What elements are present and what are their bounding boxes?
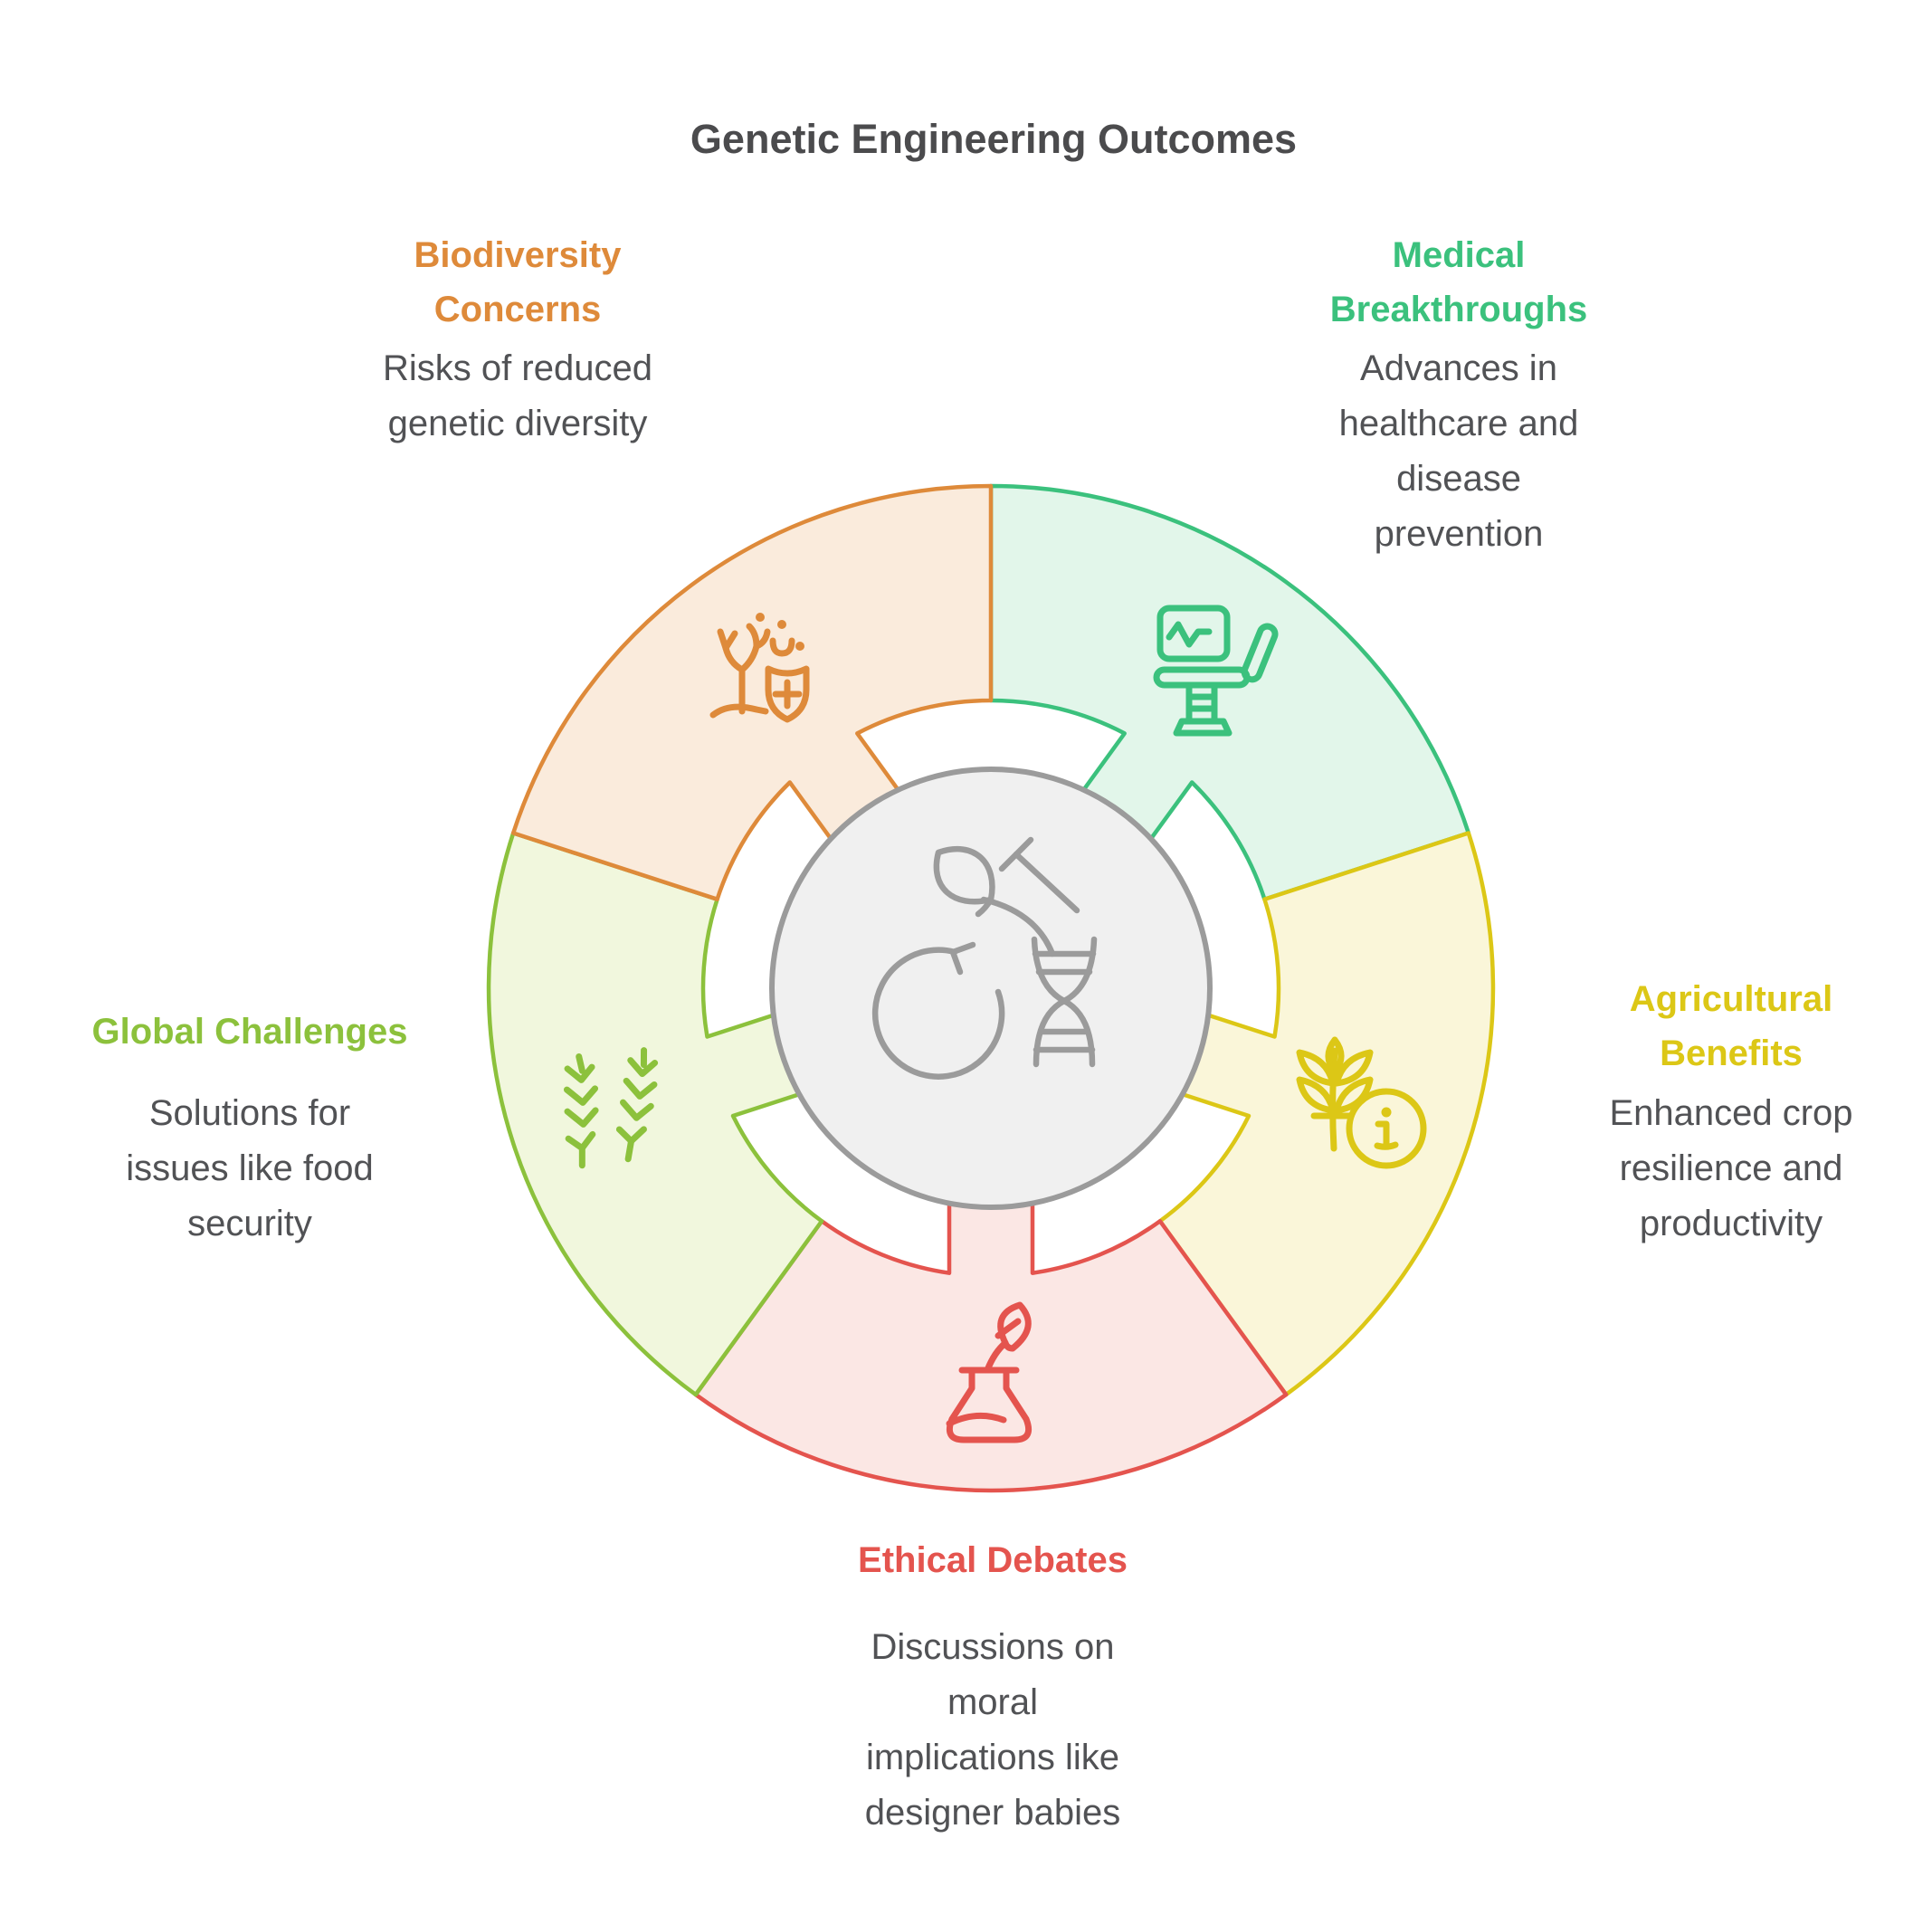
label-block-medical: Medical Breakthroughs Advances in health…	[1187, 228, 1730, 562]
apple-dna-transform-icon	[871, 836, 1098, 1080]
segment-description-global: Solutions for issues like food security	[126, 1093, 374, 1243]
segment-description-agricultural: Enhanced crop resilience and productivit…	[1609, 1093, 1853, 1243]
segment-label-agricultural: Agricultural Benefits	[1629, 979, 1833, 1073]
segment-biodiversity-shape	[510, 483, 994, 901]
segment-label-global: Global Challenges	[91, 1012, 408, 1052]
segment-label-ethical: Ethical Debates	[858, 1540, 1128, 1580]
segment-description-biodiversity: Risks of reduced genetic diversity	[383, 348, 652, 443]
segment-label-medical: Medical Breakthroughs	[1329, 235, 1588, 329]
label-block-global: Global Challenges Solutions for issues l…	[24, 1005, 476, 1252]
wheat-info-icon	[1296, 1036, 1427, 1169]
segment-global-shape	[486, 831, 824, 1397]
segment-ethical-shape	[693, 1186, 1289, 1493]
center-circle	[769, 767, 1213, 1210]
segment-description-ethical: Discussions on moral implications like d…	[864, 1627, 1121, 1833]
label-block-agricultural: Agricultural Benefits Enhanced crop resi…	[1523, 972, 1932, 1252]
tree-shield-icon	[709, 613, 810, 723]
flask-sprout-icon	[946, 1301, 1033, 1443]
segment-description-medical: Advances in healthcare and disease preve…	[1338, 348, 1579, 554]
label-block-biodiversity: Biodiversity Concerns Risks of reduced g…	[246, 228, 789, 452]
crop-sprigs-icon	[563, 1047, 659, 1169]
segment-medical-shape	[988, 483, 1471, 901]
segment-label-biodiversity: Biodiversity Concerns	[414, 235, 622, 329]
exam-chair-icon	[1153, 605, 1279, 737]
page-title: Genetic Engineering Outcomes	[690, 116, 1298, 162]
label-block-ethical: Ethical Debates Discussions on moral imp…	[721, 1533, 1264, 1841]
